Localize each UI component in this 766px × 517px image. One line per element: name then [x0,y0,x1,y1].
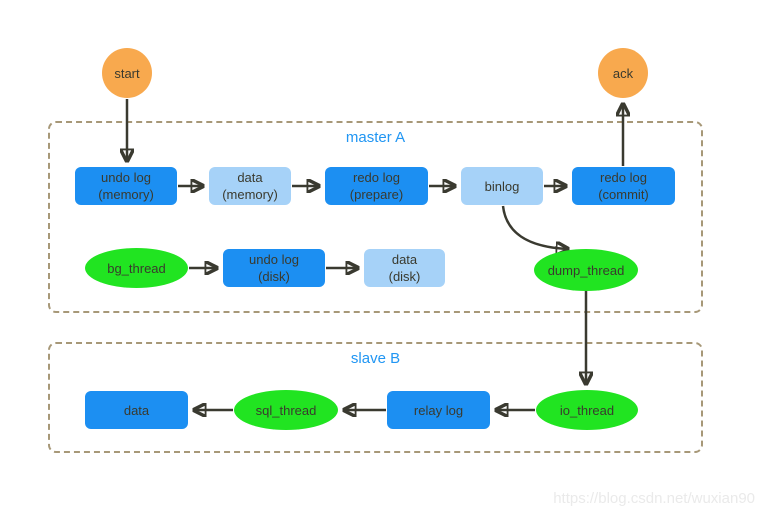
node-binlog: binlog [461,167,543,205]
node-redo-log-prepare: redo log (prepare) [325,167,428,205]
node-redo-log-commit: redo log (commit) [572,167,675,205]
master-a-label: master A [345,129,406,146]
node-undo-log-memory: undo log (memory) [75,167,177,205]
node-data-disk: data (disk) [364,249,445,287]
node-relay-log: relay log [387,391,490,429]
node-dump-thread: dump_thread [534,249,638,291]
master-a-container: master A [48,121,703,313]
slave-b-container: slave B [48,342,703,453]
node-bg-thread: bg_thread [85,248,188,288]
node-data-slave: data [85,391,188,429]
slave-b-label: slave B [350,350,401,367]
start-node: start [102,48,152,98]
node-sql-thread: sql_thread [234,390,338,430]
node-io-thread: io_thread [536,390,638,430]
node-data-memory: data (memory) [209,167,291,205]
watermark-text: https://blog.csdn.net/wuxian90 [553,490,755,507]
node-undo-log-disk: undo log (disk) [223,249,325,287]
ack-node: ack [598,48,648,98]
